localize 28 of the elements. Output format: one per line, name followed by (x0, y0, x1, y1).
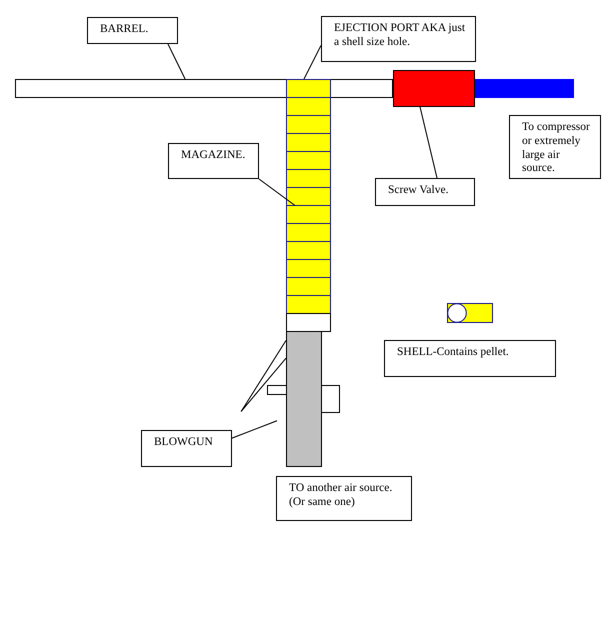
callout-box (87, 17, 178, 44)
shell-drawing (447, 303, 493, 323)
callout-text: TO another air source. (Or same one) (289, 482, 394, 510)
callout-box (375, 178, 475, 206)
callout-text: Screw Valve. (388, 184, 450, 198)
screw-valve (393, 70, 475, 107)
leader-line (240, 358, 286, 412)
callout-box (321, 16, 476, 62)
callout-text: MAGAZINE. (181, 149, 246, 163)
leader-line (258, 178, 296, 206)
blowgun-tube (286, 331, 322, 467)
magazine-column (286, 79, 331, 332)
callout-box (168, 143, 259, 179)
air-hose (474, 79, 574, 98)
callout-box (276, 476, 412, 521)
leader-line (304, 44, 322, 80)
callout-box (509, 115, 601, 179)
leader-line (168, 44, 186, 80)
leader-line (232, 420, 278, 439)
callout-text: To compressor or extremely large air source. (522, 121, 591, 176)
callout-text: BARREL. (100, 23, 150, 37)
leader-line (240, 340, 286, 412)
leader-line (420, 106, 438, 178)
callout-text: BLOWGUN (154, 436, 214, 450)
callout-text: SHELL-Contains pellet. (397, 346, 510, 360)
callout-box (141, 430, 232, 467)
callout-box (384, 340, 556, 377)
callout-text: EJECTION PORT AKA just a shell size hole. (334, 22, 466, 50)
